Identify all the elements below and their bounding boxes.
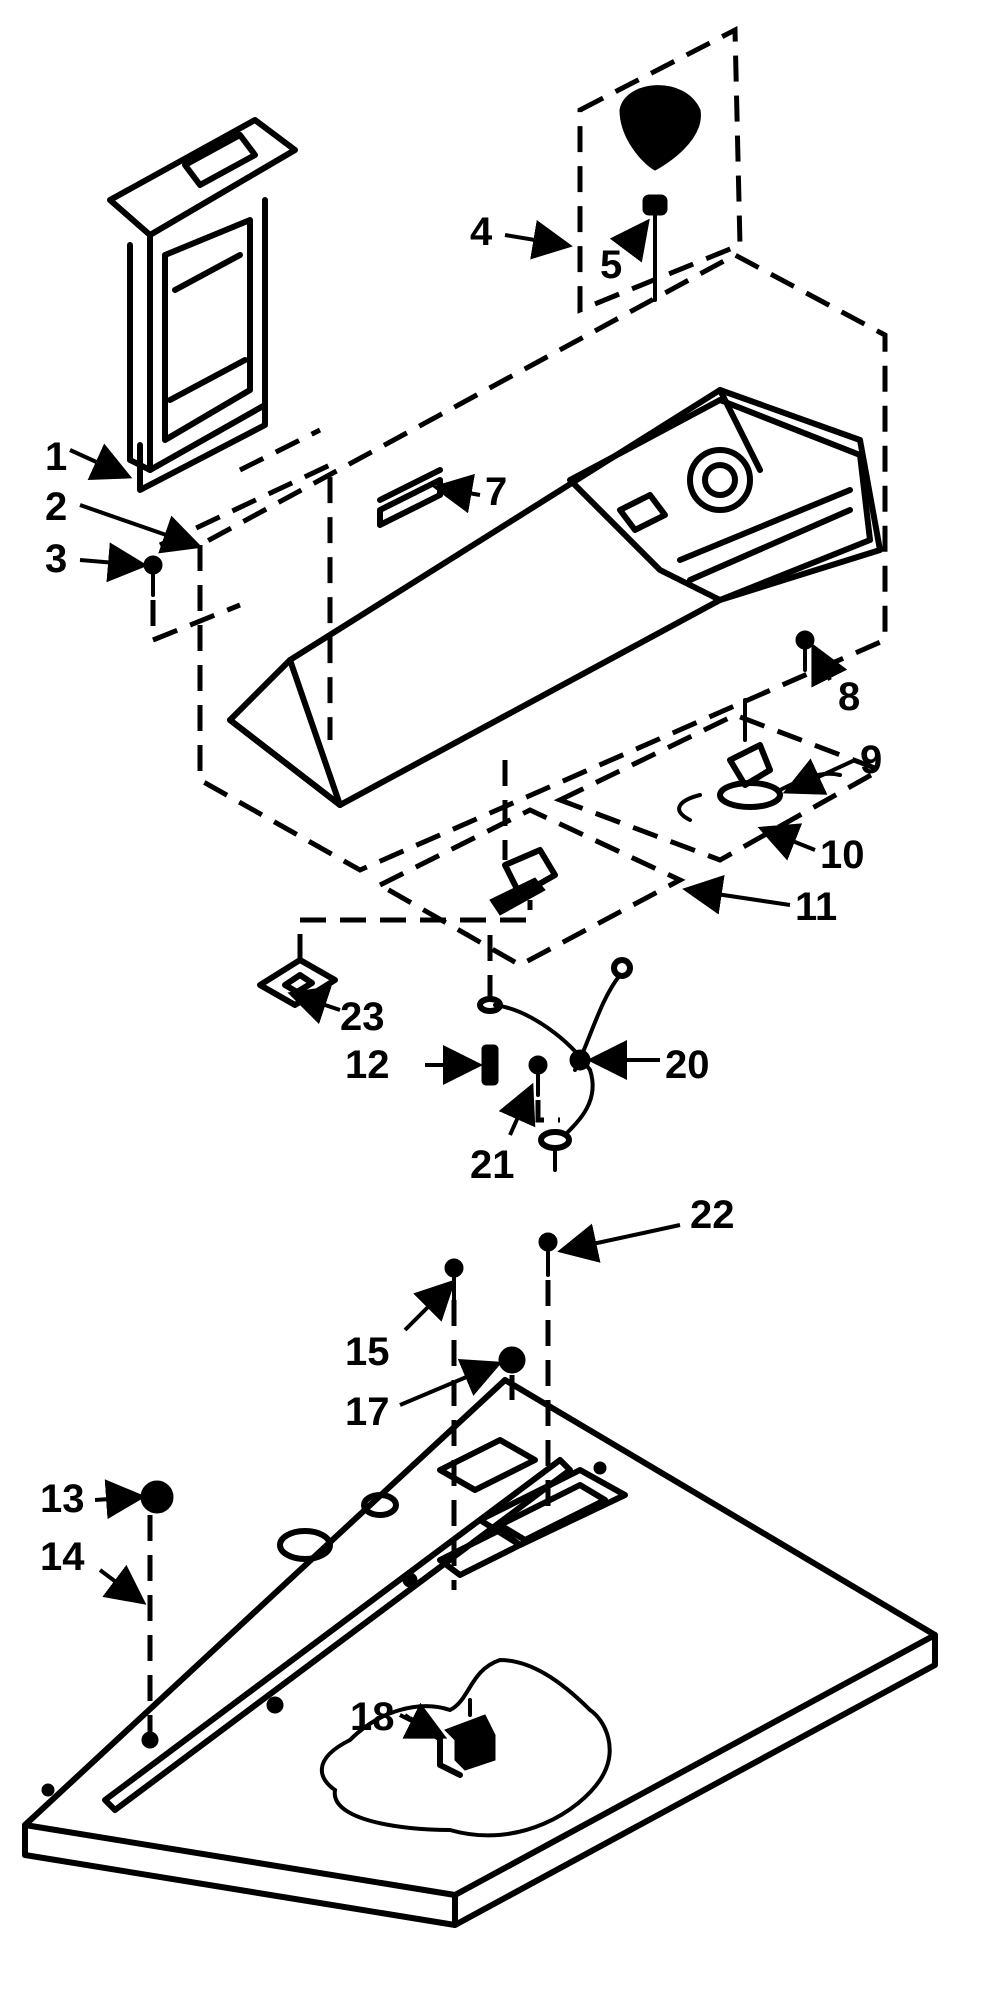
callout-11: 11: [795, 885, 837, 929]
part-22-screw: [538, 1232, 558, 1520]
callout-7: 7: [485, 470, 507, 514]
callout-15: 15: [345, 1330, 390, 1374]
callout-21: 21: [470, 1143, 515, 1187]
callout-1: 1: [45, 435, 67, 479]
part-1-panel: [107, 117, 298, 493]
callout-labels: 1 2 3 4 5 7 8 9 10 11 12 13 14 15 17 18 …: [40, 210, 882, 1739]
part-18-clip: [437, 1698, 496, 1778]
part-14-base-plate: [22, 1377, 938, 1928]
callout-23: 23: [340, 995, 385, 1039]
callout-3: 3: [45, 537, 67, 581]
callout-2: 2: [45, 485, 67, 529]
callout-9: 9: [860, 738, 882, 782]
callout-5: 5: [600, 243, 622, 287]
callout-14: 14: [40, 1535, 85, 1579]
part-11-switch-group: [374, 760, 686, 968]
part-4-knob-group: [577, 25, 743, 314]
callout-4: 4: [470, 210, 493, 254]
callout-18: 18: [350, 1695, 395, 1739]
leader-lines: [69, 218, 856, 1742]
part-3-screw: [143, 555, 241, 644]
callout-8: 8: [838, 675, 860, 719]
part-20-wire-harness: [477, 935, 633, 1172]
part-8-screw: [795, 630, 815, 672]
callout-10: 10: [820, 833, 865, 877]
callout-13: 13: [40, 1477, 85, 1521]
part-2-housing: [158, 252, 888, 873]
callout-22: 22: [690, 1193, 735, 1237]
callout-17: 17: [345, 1390, 390, 1434]
callout-12: 12: [345, 1043, 390, 1087]
callout-20: 20: [665, 1043, 710, 1087]
